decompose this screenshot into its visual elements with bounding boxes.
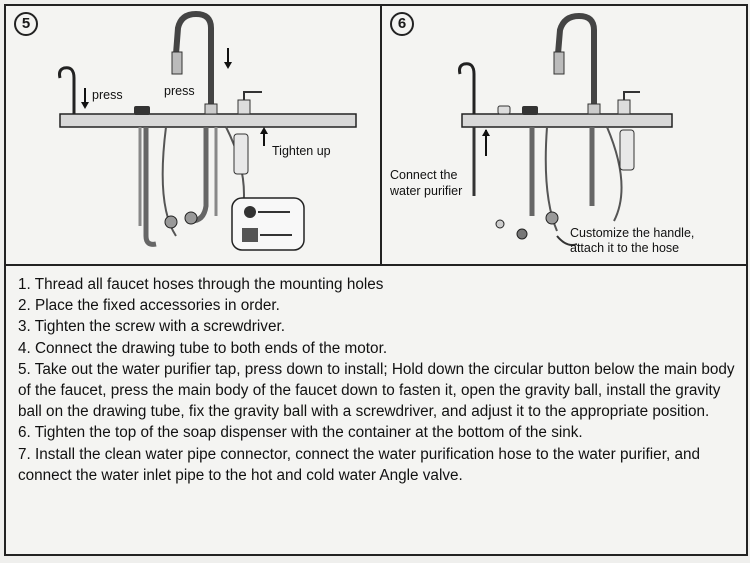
instruction-step: 6. Tighten the top of the soap dispenser…: [18, 424, 583, 442]
connect-label-line1: Connect the: [390, 168, 458, 182]
instruction-step: 5. Take out the water purifier tap, pres…: [18, 360, 735, 421]
instruction-step: 3. Tighten the screw with a screwdriver.: [18, 318, 285, 336]
instruction-step: 7. Install the clean water pipe connecto…: [18, 445, 700, 484]
step-6-number: 6: [390, 12, 414, 36]
soap-container-icon: [233, 133, 249, 175]
soap-dispenser-icon: [237, 99, 251, 115]
instruction-step: 1. Thread all faucet hoses through the m…: [18, 276, 384, 293]
circular-button-icon: [134, 106, 150, 115]
hose-icon: [143, 127, 157, 247]
connect-label-line2: water purifier: [390, 184, 463, 198]
circular-button-icon: [522, 106, 538, 115]
press-label-center: press: [164, 84, 195, 98]
up-arrow-icon: [260, 127, 268, 134]
instruction-sheet: 5: [4, 4, 748, 556]
step-6-illustration: [458, 12, 673, 246]
purifier-tap-icon: [58, 66, 76, 114]
up-arrow-icon: [482, 129, 490, 136]
connector-detail-inset: [231, 197, 305, 251]
customize-label-line1: Customize the handle,: [570, 226, 695, 240]
step-5-panel: 5: [6, 6, 382, 266]
purifier-tap-icon: [458, 62, 476, 114]
instruction-step: 2. Place the fixed accessories in order.: [18, 297, 280, 315]
step-6-panel: 6 Connect the water: [382, 6, 746, 266]
step-5-illustration: [58, 10, 357, 251]
soap-dispenser-icon: [617, 99, 631, 115]
valve-icon: [164, 215, 178, 229]
soap-container-icon: [619, 129, 635, 171]
main-faucet-icon: [555, 12, 597, 114]
step-5-number: 5: [14, 12, 38, 36]
instruction-step: 4. Connect the drawing tube to both ends…: [18, 339, 388, 357]
main-faucet-icon: [173, 10, 214, 114]
tighten-label: Tighten up: [272, 144, 331, 158]
press-label-left: press: [92, 88, 123, 102]
instruction-list: 1. Thread all faucet hoses through the m…: [18, 274, 740, 486]
valve-icon: [545, 211, 559, 225]
countertop-plate: [59, 113, 357, 128]
customize-label-line2: attach it to the hose: [570, 241, 680, 255]
countertop-plate: [461, 113, 673, 128]
